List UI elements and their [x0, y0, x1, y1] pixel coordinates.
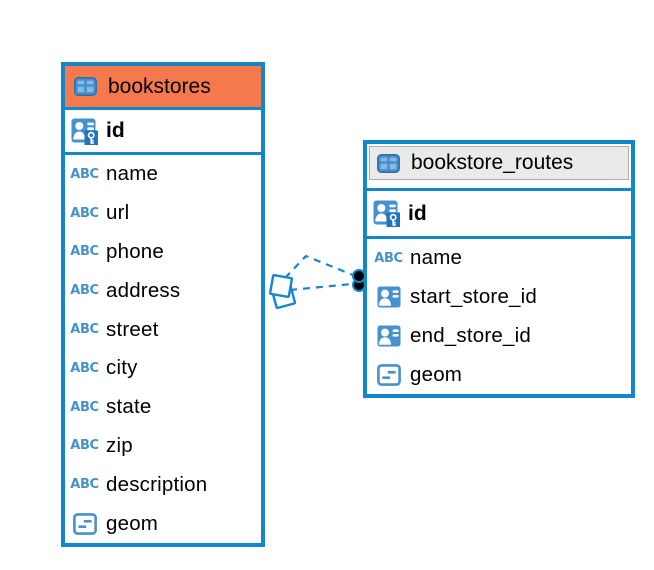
- column-label: phone: [106, 239, 165, 263]
- relationship-line[interactable]: [289, 282, 353, 292]
- relationship-line[interactable]: [284, 254, 354, 279]
- text-type-icon: ABC: [70, 477, 99, 493]
- column-row-pk[interactable]: id: [65, 110, 261, 155]
- column-row[interactable]: geom: [65, 504, 261, 543]
- column-label: id: [408, 201, 427, 225]
- column-row[interactable]: ABC state: [65, 388, 261, 427]
- column-row[interactable]: start_store_id: [367, 278, 631, 317]
- column-label: name: [106, 162, 159, 186]
- column-label: id: [106, 119, 125, 142]
- reference-key-icon: [375, 325, 402, 347]
- text-type-icon: ABC: [70, 166, 99, 182]
- link-source-marker-icon[interactable]: [268, 273, 297, 310]
- text-type-icon: ABC: [70, 244, 99, 260]
- column-row[interactable]: ABC address: [65, 271, 261, 310]
- column-label: geom: [410, 362, 463, 386]
- column-label: geom: [106, 511, 159, 535]
- table-title: bookstore_routes: [411, 151, 574, 174]
- primary-key-icon: [373, 200, 400, 227]
- text-type-icon: ABC: [70, 322, 99, 338]
- column-list: ABC name ABC url ABC phone ABC address A…: [65, 155, 261, 543]
- text-type-icon: ABC: [70, 360, 99, 376]
- header-separator: [367, 188, 631, 191]
- table-icon: [72, 77, 99, 96]
- column-row[interactable]: ABC name: [367, 239, 631, 278]
- column-label: description: [106, 472, 208, 496]
- column-row[interactable]: ABC url: [65, 194, 261, 233]
- column-label: street: [106, 317, 159, 341]
- text-type-icon: ABC: [70, 283, 99, 299]
- column-row[interactable]: ABC phone: [65, 233, 261, 272]
- column-row-pk[interactable]: id: [367, 191, 631, 239]
- table-bookstores[interactable]: bookstores id ABC name ABC url ABC phone…: [61, 62, 265, 547]
- primary-key-icon: [71, 117, 98, 145]
- column-label: url: [106, 201, 130, 225]
- column-label: end_store_id: [410, 323, 531, 347]
- header-spacer: [367, 180, 631, 188]
- table-header-bookstores[interactable]: bookstores: [65, 66, 261, 110]
- relationship-link[interactable]: [268, 254, 366, 310]
- text-type-icon: ABC: [374, 250, 403, 266]
- column-label: city: [106, 356, 138, 380]
- column-label: state: [106, 395, 152, 419]
- table-header-bookstore-routes[interactable]: bookstore_routes: [369, 146, 629, 180]
- column-row[interactable]: ABC description: [65, 465, 261, 504]
- column-row[interactable]: end_store_id: [367, 317, 631, 356]
- column-label: start_store_id: [410, 285, 538, 309]
- column-row[interactable]: ABC zip: [65, 427, 261, 466]
- column-label: name: [410, 246, 463, 270]
- text-type-icon: ABC: [70, 399, 99, 415]
- column-row[interactable]: geom: [367, 355, 631, 394]
- table-icon: [375, 153, 402, 173]
- text-type-icon: ABC: [70, 205, 99, 221]
- table-title: bookstores: [108, 74, 211, 98]
- text-type-icon: ABC: [70, 438, 99, 454]
- table-header-wrap: bookstore_routes: [367, 144, 631, 180]
- geometry-type-icon: [375, 363, 402, 386]
- reference-key-icon: [375, 286, 402, 308]
- column-row[interactable]: ABC name: [65, 155, 261, 194]
- table-bookstore-routes[interactable]: bookstore_routes id ABC name start_store…: [363, 140, 635, 398]
- column-label: address: [106, 278, 181, 302]
- geometry-type-icon: [71, 512, 98, 535]
- column-label: zip: [106, 433, 133, 457]
- column-list: ABC name start_store_id end_store_id geo…: [367, 239, 631, 394]
- column-row[interactable]: ABC city: [65, 349, 261, 388]
- column-row[interactable]: ABC street: [65, 310, 261, 349]
